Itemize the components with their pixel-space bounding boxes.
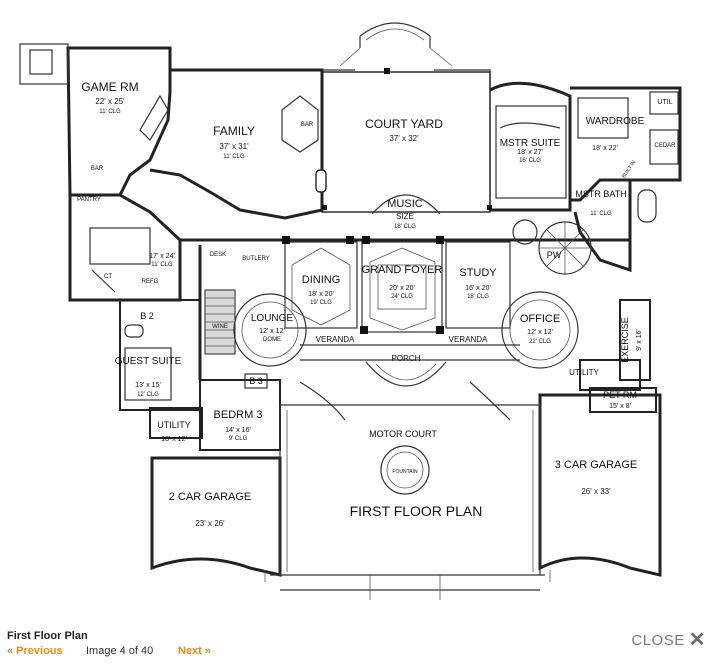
label-bar-family: BAR	[301, 122, 314, 128]
label-porch: PORCH	[392, 354, 421, 363]
room-court-yard-name: COURT YARD	[365, 117, 443, 131]
label-ct: CT	[104, 274, 112, 280]
close-button[interactable]: CLOSE ✕	[631, 630, 706, 650]
room-labels: GAME RM 22' x 25' 11' CLG FAMILY 37' x 3…	[81, 80, 644, 528]
room-guest-suite-name: GUEST SUITE	[115, 356, 182, 367]
room-study-size: 16' x 20'	[465, 285, 491, 292]
room-wardrobe-size: 18' x 22'	[592, 145, 618, 152]
floor-plan-drawing: GAME RM 22' x 25' 11' CLG FAMILY 37' x 3…	[19, 22, 682, 600]
label-built-in: BUILT IN	[621, 159, 638, 179]
image-counter: Image 4 of 40	[86, 645, 154, 657]
room-lounge-clg: DOME	[263, 337, 281, 343]
room-court-yard-size: 37' x 32'	[389, 134, 419, 143]
room-dining-name: DINING	[302, 274, 341, 286]
room-game-rm-clg: 11' CLG	[99, 109, 121, 115]
room-office-clg: 22' CLG	[529, 339, 551, 345]
label-util: UTIL	[657, 99, 672, 106]
label-fountain: FOUNTAIN	[392, 469, 418, 475]
room-study-clg: 18' CLG	[467, 294, 489, 300]
room-family-clg: 11' CLG	[223, 154, 245, 160]
room-mstr-bath-clg: 11' CLG	[590, 211, 612, 217]
label-butlery: BUTLERY	[242, 256, 270, 262]
label-pantry: PANTRY	[77, 197, 101, 203]
room-motor-court-name: MOTOR COURT	[369, 429, 437, 439]
room-music-size: SIZE	[396, 212, 414, 221]
label-refg: REFG	[142, 279, 159, 285]
label-utility-right: UTILITY	[569, 368, 599, 377]
label-b3: B 3	[249, 376, 263, 386]
label-veranda-left: VERANDA	[316, 335, 355, 344]
close-label: CLOSE	[631, 631, 685, 649]
room-lounge-size: 12' x 12'	[259, 328, 285, 335]
room-grand-foyer-clg: 24' CLG	[391, 294, 413, 300]
room-family-size: 37' x 31'	[219, 142, 249, 151]
room-game-rm-name: GAME RM	[81, 80, 138, 94]
room-bedrm3-clg: 9' CLG	[229, 436, 248, 442]
close-x-icon: ✕	[688, 629, 706, 651]
room-grand-foyer-size: 20' x 20'	[389, 285, 415, 292]
room-office-size: 12' x 12'	[527, 329, 553, 336]
next-link[interactable]: Next »	[178, 645, 212, 657]
room-office-name: OFFICE	[520, 313, 560, 325]
room-family-name: FAMILY	[213, 124, 255, 138]
room-guest-suite-clg: 12' CLG	[137, 392, 159, 398]
label-veranda-right: VERANDA	[449, 335, 488, 344]
small-labels: BAR BAR PANTRY DESK BUTLERY WINE REFG 17…	[77, 99, 676, 475]
room-2-car-garage-size: 23' x 26'	[195, 519, 225, 528]
room-dining-size: 18' x 20'	[308, 291, 334, 298]
room-music-name: MUSIC	[387, 198, 423, 210]
label-kitchen-clg: 11' CLG	[151, 262, 173, 268]
caption-bar: First Floor Plan « Previous Image 4 of 4…	[0, 626, 716, 666]
room-3-car-garage-size: 26' x 33'	[581, 487, 611, 496]
room-mstr-suite-clg: 16' CLG	[519, 158, 541, 164]
label-pw: PW	[547, 250, 562, 260]
room-mstr-suite-name: MSTR SUITE	[500, 138, 561, 149]
room-dining-clg: 19' CLG	[310, 300, 332, 306]
label-kitchen-size: 17' x 24'	[149, 253, 175, 260]
room-pet-rm-name: PET RM	[603, 390, 637, 400]
room-pet-rm-size: 15' x 8'	[609, 403, 631, 410]
plan-title: FIRST FLOOR PLAN	[350, 503, 483, 519]
room-exercise-size: 9' x 16'	[636, 329, 643, 351]
room-wardrobe-name: WARDROBE	[586, 116, 645, 127]
previous-link[interactable]: « Previous	[7, 645, 63, 657]
room-utility-name: UTILITY	[157, 420, 191, 430]
room-3-car-garage-name: 3 CAR GARAGE	[555, 459, 638, 471]
room-lounge-name: LOUNGE	[251, 313, 294, 324]
room-exercise-name: EXERCISE	[620, 317, 630, 363]
walls	[19, 22, 682, 600]
label-cedar: CEDAR	[654, 143, 676, 149]
room-mstr-bath-name: MSTR BATH	[575, 189, 626, 199]
image-caption-title: First Floor Plan	[7, 630, 88, 642]
room-guest-suite-size: 13' x 15'	[135, 382, 161, 389]
room-utility-size: 18' x 12'	[161, 436, 187, 443]
room-bedrm3-name: BEDRM 3	[214, 409, 263, 421]
room-grand-foyer-name: GRAND FOYER	[362, 264, 443, 276]
room-bedrm3-size: 14' x 16'	[225, 427, 251, 434]
label-bar-game: BAR	[91, 166, 104, 172]
room-mstr-suite-size: 18' x 27'	[517, 149, 543, 156]
room-game-rm-size: 22' x 25'	[95, 97, 125, 106]
room-2-car-garage-name: 2 CAR GARAGE	[169, 491, 252, 503]
room-music-clg: 18' CLG	[394, 224, 416, 230]
label-wine: WINE	[212, 324, 228, 330]
label-desk: DESK	[210, 252, 226, 258]
label-b2: B 2	[140, 311, 154, 321]
room-study-name: STUDY	[459, 267, 497, 279]
